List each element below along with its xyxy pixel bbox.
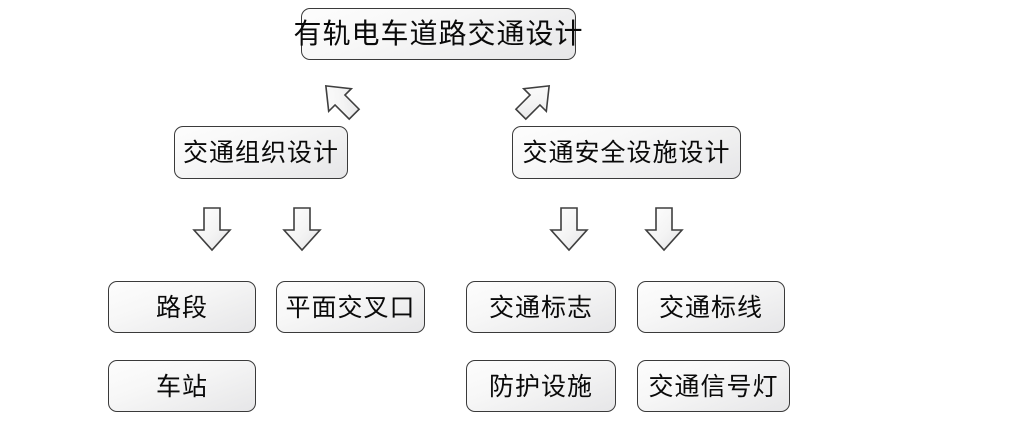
node-label: 车站 <box>155 371 208 401</box>
node-label: 交通信号灯 <box>648 371 779 401</box>
node-traffic-organization-design[interactable]: 交通组织设计 <box>174 126 348 179</box>
node-label: 交通标志 <box>488 292 593 322</box>
arrow-safety-to-sign <box>549 206 589 252</box>
node-label: 平面交叉口 <box>285 292 416 322</box>
node-label: 交通标线 <box>658 292 763 322</box>
arrow-org-to-intersection <box>282 206 322 252</box>
arrow-safety-to-marking <box>644 206 684 252</box>
node-label: 交通安全设施设计 <box>522 138 731 167</box>
node-protection-facility[interactable]: 防护设施 <box>466 360 616 412</box>
node-tram-road-traffic-design[interactable]: 有轨电车道路交通设计 <box>294 8 583 60</box>
node-traffic-sign[interactable]: 交通标志 <box>466 281 616 333</box>
node-label: 防护设施 <box>488 371 593 401</box>
node-traffic-safety-facility-design[interactable]: 交通安全设施设计 <box>512 126 741 179</box>
node-traffic-signal-light[interactable]: 交通信号灯 <box>637 360 790 412</box>
node-road-section[interactable]: 路段 <box>108 281 256 333</box>
arrow-org-to-road-section <box>192 206 232 252</box>
node-traffic-marking[interactable]: 交通标线 <box>637 281 785 333</box>
node-at-grade-intersection[interactable]: 平面交叉口 <box>276 281 425 333</box>
arrow-top-to-left-branch <box>310 74 370 126</box>
node-label: 有轨电车道路交通设计 <box>293 17 584 50</box>
node-station[interactable]: 车站 <box>108 360 256 412</box>
arrow-top-to-right-branch <box>505 74 565 126</box>
node-label: 路段 <box>155 292 208 322</box>
node-label: 交通组织设计 <box>182 138 339 167</box>
